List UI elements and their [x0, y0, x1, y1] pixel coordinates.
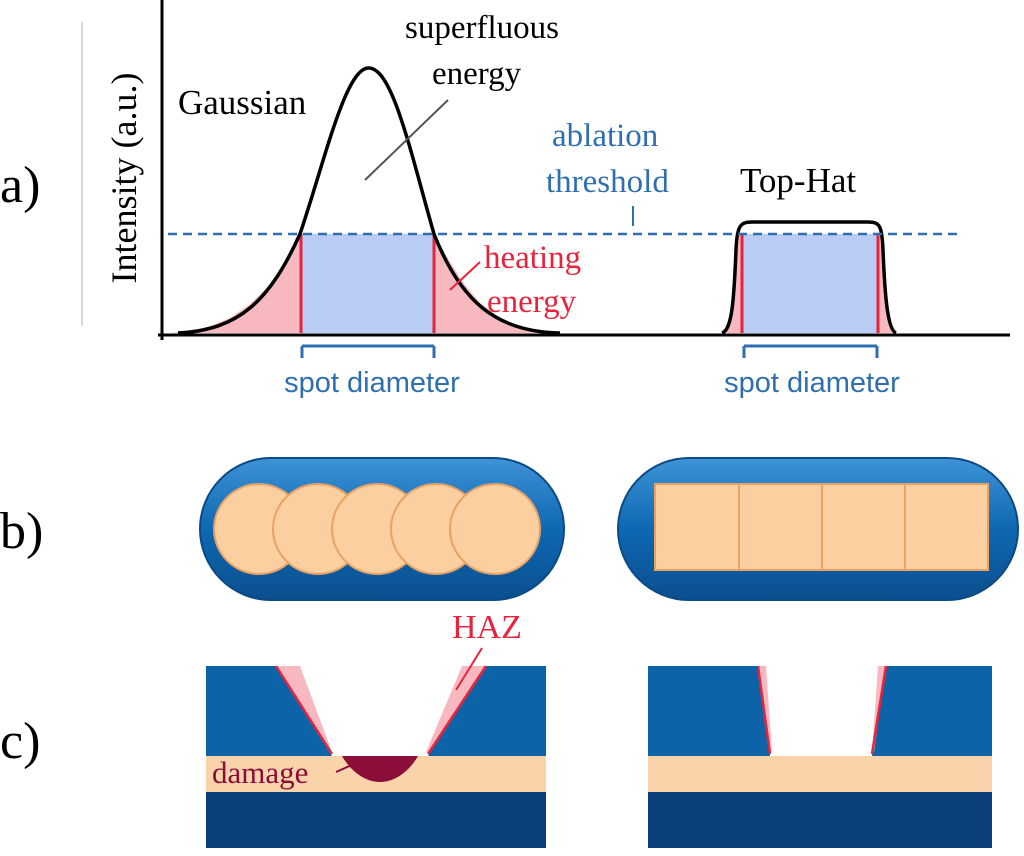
tophat-spot-4	[904, 483, 989, 571]
haz-pointer	[455, 647, 483, 691]
gaussian-wall-right	[426, 665, 488, 755]
tophat-top-layer-left	[648, 666, 770, 756]
ablation-label-line1: ablation	[552, 118, 658, 154]
tophat-middle-layer	[648, 756, 992, 792]
tophat-curve	[721, 220, 898, 335]
gaussian-spot-5	[449, 483, 541, 575]
gaussian-spot-region	[301, 234, 434, 333]
heating-label-line2: energy	[487, 284, 577, 320]
gaussian-cross-section: HAZ damage	[206, 609, 546, 848]
panel-label-a: a)	[0, 157, 40, 214]
damage-pointer	[335, 763, 355, 773]
tophat-heating-left	[726, 234, 742, 333]
tophat-label: Top-Hat	[740, 161, 856, 200]
tophat-top-layer-right	[872, 666, 992, 756]
tophat-wall-right	[870, 665, 888, 755]
gaussian-wall-left	[274, 665, 334, 755]
gaussian-substrate-layer	[206, 792, 546, 848]
panel-label-b: b)	[0, 503, 43, 560]
tophat-spot-track	[617, 457, 1019, 601]
tophat-substrate-layer	[648, 792, 992, 848]
tophat-spot-2	[738, 483, 823, 571]
damage-region	[342, 756, 418, 782]
gaussian-curve	[177, 66, 561, 335]
heating-label-line1: heating	[484, 240, 581, 276]
tophat-cross-section	[648, 665, 992, 848]
damage-label: damage	[212, 755, 308, 790]
gaussian-spot-track	[199, 457, 565, 601]
spot-bracket-left	[300, 344, 436, 358]
ablation-label-line2: threshold	[546, 164, 669, 200]
haz-label: HAZ	[452, 609, 522, 646]
y-axis-label: Intensity (a.u.)	[104, 73, 144, 284]
spot-diameter-label-left: spot diameter	[284, 367, 460, 399]
heating-energy-pointer	[449, 261, 481, 291]
panel-label-c: c)	[0, 713, 40, 770]
tophat-wall-left	[756, 665, 772, 755]
spot-bracket-right	[742, 344, 879, 358]
superfluous-label-line1: superfluous	[405, 10, 559, 46]
gaussian-top-layer	[206, 666, 546, 756]
superfluous-label-line2: energy	[432, 56, 522, 92]
tophat-spot-region	[742, 234, 878, 333]
tophat-spot-3	[821, 483, 906, 571]
intensity-graph: Intensity (a.u.) Gaussian superfluous	[81, 0, 1010, 399]
gaussian-heating-region	[170, 234, 560, 333]
superfluous-energy-pointer	[364, 99, 449, 181]
spot-diameter-label-right: spot diameter	[724, 367, 900, 399]
gaussian-label: Gaussian	[178, 83, 306, 122]
tophat-spot-1	[654, 483, 740, 571]
